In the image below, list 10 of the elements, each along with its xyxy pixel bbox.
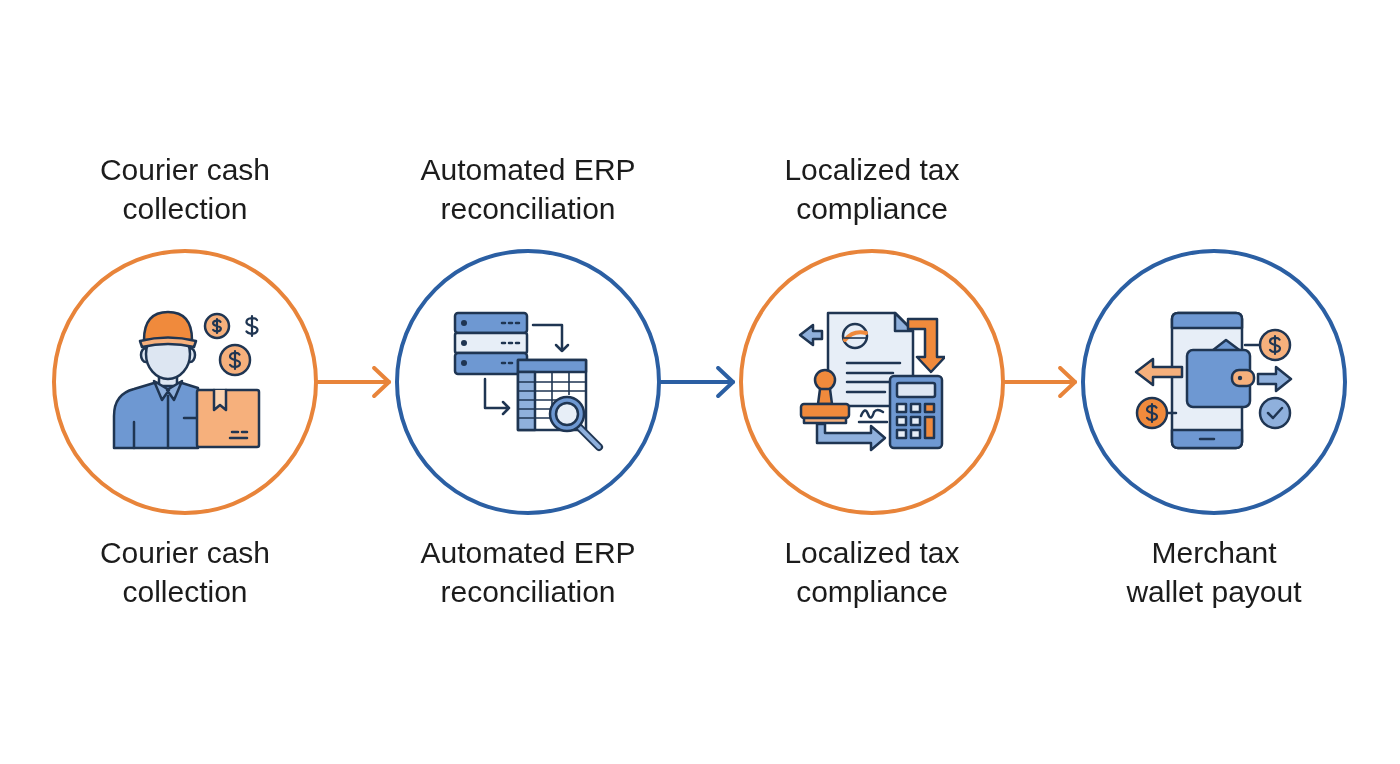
step-heading: Courier cash collection [98,152,272,227]
step-heading: Localized tax compliance [783,152,961,227]
arrow [316,366,391,398]
arrow [659,366,735,398]
step-label: Merchant wallet payout [1125,535,1303,610]
step-label: Courier cash collection [98,535,272,610]
arrow [1003,366,1077,398]
step-heading: Automated ERP reconciliation [419,152,637,227]
step-label: Localized tax compliance [783,535,961,610]
step-label: Automated ERP reconciliation [419,535,637,610]
